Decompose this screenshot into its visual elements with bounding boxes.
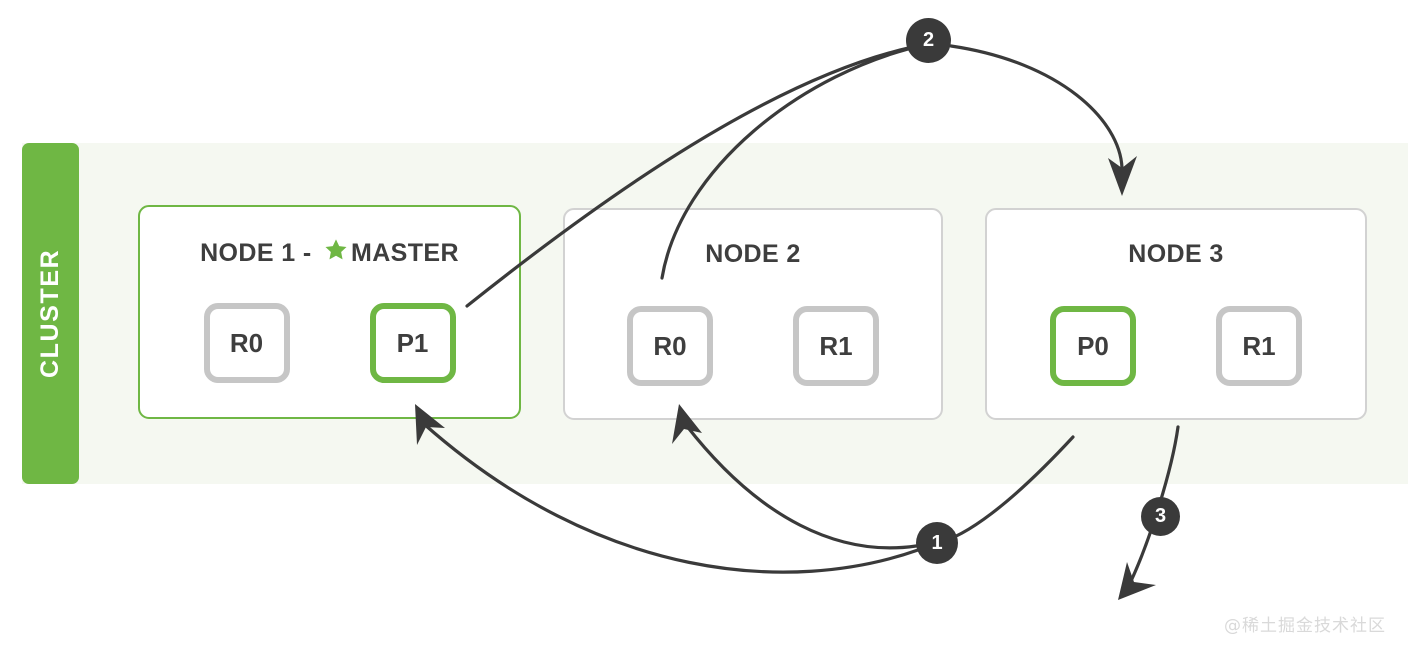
cluster-bar <box>22 143 79 484</box>
node-1-title: NODE 1 - MASTER <box>140 237 519 268</box>
node-3-box[interactable]: NODE 3 P0 R1 <box>985 208 1367 420</box>
node-3-shards: P0 R1 <box>987 306 1365 386</box>
shard-r0-node1[interactable]: R0 <box>203 303 290 383</box>
shard-r0-node2[interactable]: R0 <box>627 306 713 386</box>
shard-r1-node3[interactable]: R1 <box>1216 306 1302 386</box>
node-2-title: NODE 2 <box>705 240 801 268</box>
step-badge-3[interactable]: 3 <box>1141 497 1180 536</box>
flow-arrow-3-head <box>1118 562 1156 600</box>
node-1-title-text: NODE 1 - <box>200 239 319 267</box>
shard-p1-node1[interactable]: P1 <box>369 303 456 383</box>
star-icon <box>325 239 347 260</box>
node-3-title: NODE 3 <box>1128 240 1224 268</box>
step-badge-1[interactable]: 1 <box>916 522 958 564</box>
node-1-title-suffix: MASTER <box>350 239 459 267</box>
step-badge-2[interactable]: 2 <box>906 18 951 63</box>
shard-p0-node3[interactable]: P0 <box>1050 306 1136 386</box>
shard-r1-node2[interactable]: R1 <box>793 306 879 386</box>
node-1-box[interactable]: NODE 1 - MASTER R0 P1 <box>138 205 521 419</box>
cluster-label: CLUSTER <box>36 248 64 379</box>
node-2-shards: R0 R1 <box>565 306 941 386</box>
node-2-box[interactable]: NODE 2 R0 R1 <box>563 208 943 420</box>
node-1-shards: R0 P1 <box>140 303 519 383</box>
watermark: @稀土掘金技术社区 <box>1224 616 1386 636</box>
